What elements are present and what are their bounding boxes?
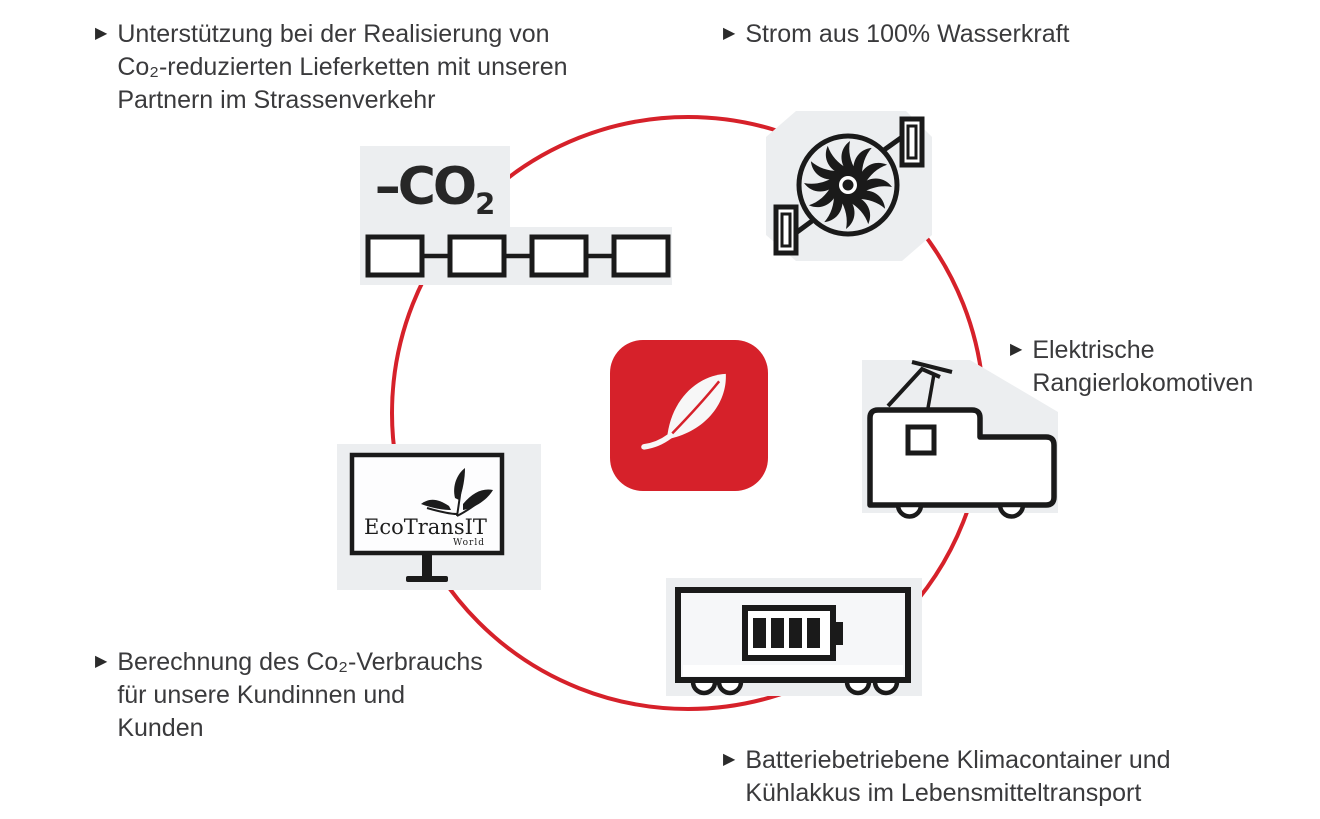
callout-road-partners: ▶ Unterstützung bei der Realisierung von… — [95, 18, 635, 117]
callout-text-road-partners: Unterstützung bei der Realisierung von C… — [117, 20, 568, 114]
bullet-arrow-icon: ▶ — [95, 25, 108, 42]
bullet-arrow-icon: ▶ — [1010, 341, 1023, 358]
co2-supply-chain-icon — [360, 227, 672, 285]
ecotransit-logo-subtitle: World — [453, 538, 485, 548]
bullet-arrow-icon: ▶ — [95, 653, 108, 670]
callout-text-hydropower: Strom aus 100% Wasserkraft — [745, 20, 1070, 48]
bullet-arrow-icon: ▶ — [723, 25, 736, 42]
bullet-arrow-icon: ▶ — [723, 751, 736, 768]
callout-battery-containers: ▶ Batteriebetriebene Klimacontainer und … — [723, 744, 1283, 810]
callout-co2-calculation: ▶ Berechnung des Co₂-Verbrauchs für unse… — [95, 646, 535, 745]
pantograph — [886, 360, 953, 409]
callout-text-co2-calculation: Berechnung des Co₂-Verbrauchs für unsere… — [117, 648, 483, 742]
callout-hydropower: ▶ Strom aus 100% Wasserkraft — [723, 18, 1143, 51]
ecotransit-monitor-icon: EcoTransIT World — [337, 444, 541, 590]
callout-electric-locomotives: ▶ Elektrische Rangierlokomotiven — [1010, 334, 1310, 400]
plant-leaves-icon — [421, 468, 493, 517]
eco-leaf-center-icon — [610, 340, 768, 491]
water-turbine-icon — [766, 111, 932, 261]
battery-icon — [742, 605, 843, 661]
leaf-glyph — [641, 373, 726, 450]
ecotransit-logo-title: EcoTransIT — [364, 515, 487, 539]
turbine-runner — [804, 141, 892, 229]
battery-climate-container-icon — [666, 578, 922, 696]
callout-text-battery-containers: Batteriebetriebene Klimacontainer und Kü… — [745, 746, 1171, 807]
callout-text-electric-locomotives: Elektrische Rangierlokomotiven — [1032, 336, 1254, 397]
electric-shunting-locomotive-icon — [862, 360, 1058, 519]
minus-co2-subscript: 2 — [475, 187, 496, 221]
minus-co2-text: –CO — [374, 157, 477, 217]
minus-co2-label: –CO 2 — [360, 146, 510, 228]
